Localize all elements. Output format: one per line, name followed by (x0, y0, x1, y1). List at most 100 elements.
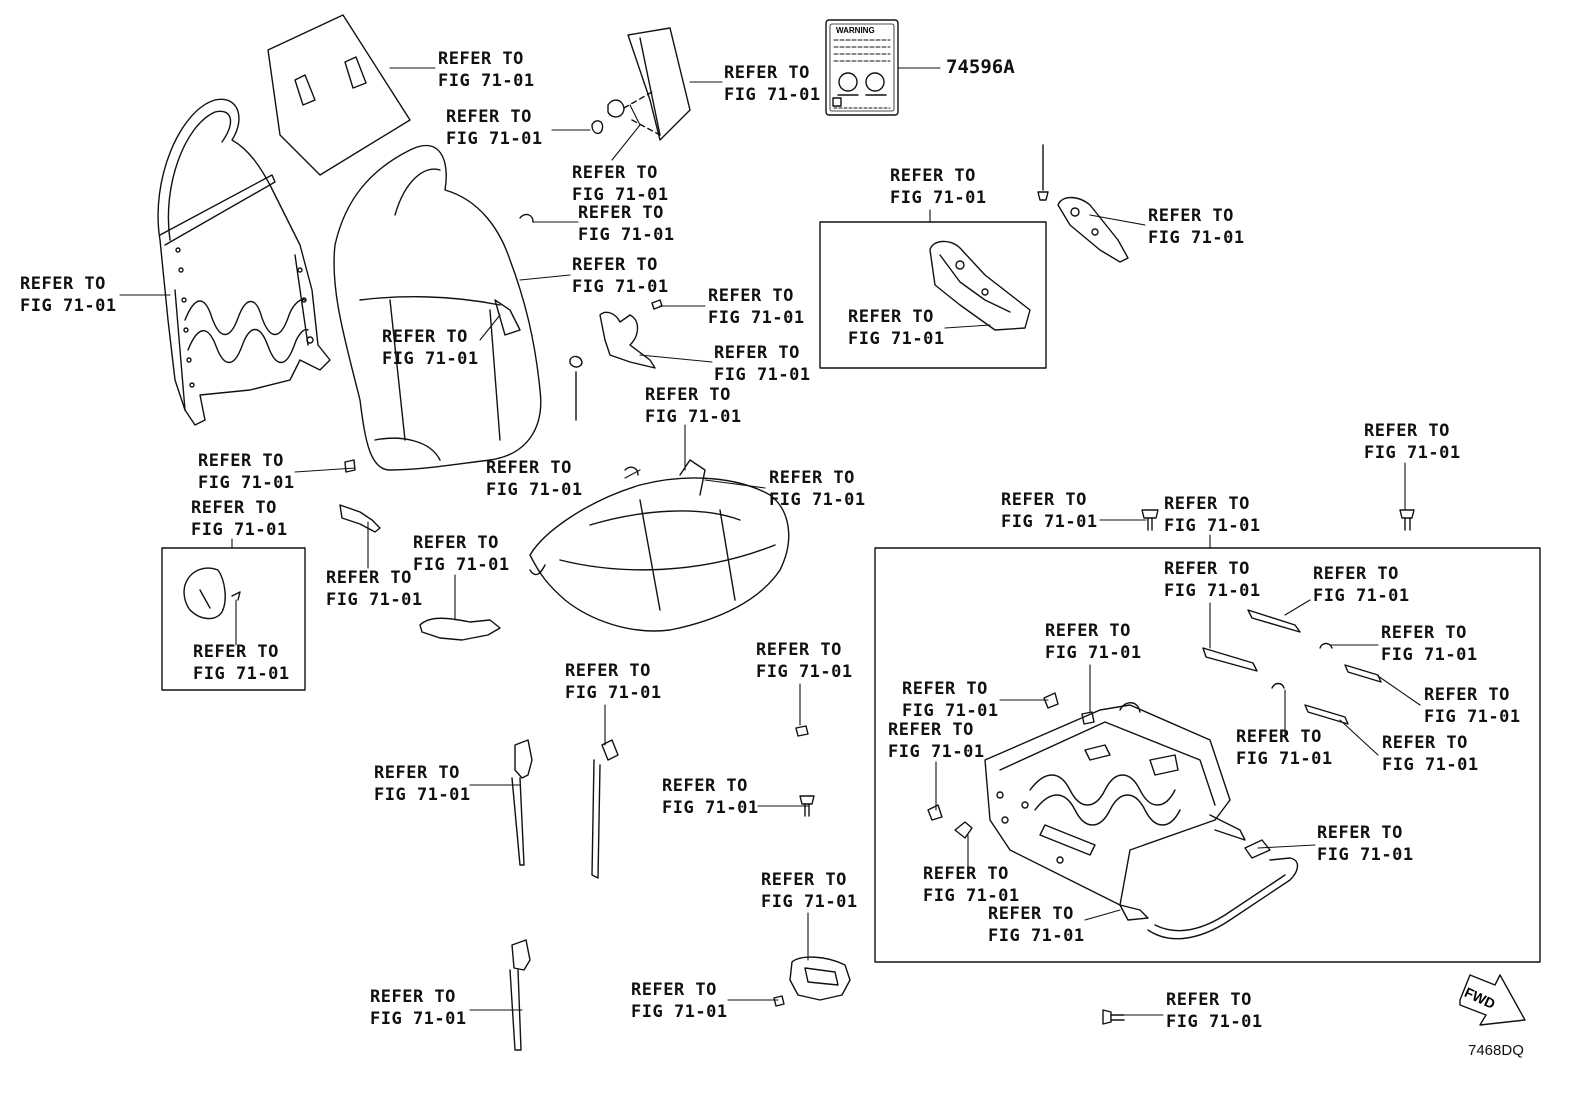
callout-line1: REFER TO (888, 720, 974, 740)
recliner-cover-part[interactable] (929, 240, 1031, 331)
callout-line2: FIG 71-01 (714, 365, 811, 385)
callout-line1: REFER TO (191, 498, 277, 518)
seat-cushion-part[interactable] (529, 459, 790, 632)
wire-harness-part[interactable] (339, 466, 639, 641)
callout-line1: REFER TO (1148, 206, 1234, 226)
callout-line2: FIG 71-01 (370, 1009, 467, 1029)
lumbar-knob-part[interactable] (183, 567, 241, 620)
callout-line1: REFER TO (1313, 564, 1399, 584)
callout-line2: FIG 71-01 (198, 473, 295, 493)
callout-line1: REFER TO (374, 763, 460, 783)
callout-line2: FIG 71-01 (662, 798, 759, 818)
callout-line2: FIG 71-01 (572, 277, 669, 297)
callout-line2: FIG 71-01 (769, 490, 866, 510)
callout-line2: FIG 71-01 (486, 480, 583, 500)
callout-line1: REFER TO (1164, 559, 1250, 579)
callout-line2: FIG 71-01 (1236, 749, 1333, 769)
seatback-frame-part[interactable] (157, 98, 331, 426)
clip-parts[interactable] (927, 642, 1333, 921)
callout-line1: REFER TO (572, 255, 658, 275)
seat-cushion-frame-part[interactable] (984, 702, 1246, 906)
callout-line1: REFER TO (1424, 685, 1510, 705)
callout-line2: FIG 71-01 (20, 296, 117, 316)
callout-line1: REFER TO (1166, 990, 1252, 1010)
power-seat-switch-part[interactable] (789, 956, 851, 1001)
callout-line2: FIG 71-01 (1166, 1012, 1263, 1032)
callout-line2: FIG 71-01 (645, 407, 742, 427)
hook-part[interactable] (519, 213, 534, 223)
callout-line1: REFER TO (769, 468, 855, 488)
callout-line2: FIG 71-01 (1424, 707, 1521, 727)
part-number-label[interactable]: 74596A (946, 56, 1015, 78)
callout-line2: FIG 71-01 (1148, 228, 1245, 248)
callout-line1: REFER TO (708, 286, 794, 306)
seat-adjuster-bar-part[interactable] (1147, 857, 1299, 940)
callout-line1: REFER TO (1045, 621, 1131, 641)
callout-line2: FIG 71-01 (1382, 755, 1479, 775)
callout-line2: FIG 71-01 (988, 926, 1085, 946)
bolt-part[interactable] (773, 509, 1415, 1025)
callout-line1: REFER TO (631, 980, 717, 1000)
callout-line2: FIG 71-01 (191, 520, 288, 540)
seatback-cover-part[interactable] (333, 144, 542, 471)
headrest-pad-part[interactable] (267, 14, 411, 176)
side-airbag-part[interactable] (591, 27, 691, 141)
callout-line2: FIG 71-01 (1164, 516, 1261, 536)
cable-tie-part[interactable] (509, 739, 619, 1051)
recliner-knob-part[interactable] (1037, 144, 1129, 263)
callout-line1: REFER TO (413, 533, 499, 553)
callout-line2: FIG 71-01 (1317, 845, 1414, 865)
callout-line1: REFER TO (988, 904, 1074, 924)
callout-line1: REFER TO (565, 661, 651, 681)
seat-track-cover-part[interactable] (1202, 609, 1382, 725)
callout-line1: REFER TO (370, 987, 456, 1007)
leader-lines (119, 67, 1421, 1016)
bracket-part[interactable] (599, 311, 656, 369)
